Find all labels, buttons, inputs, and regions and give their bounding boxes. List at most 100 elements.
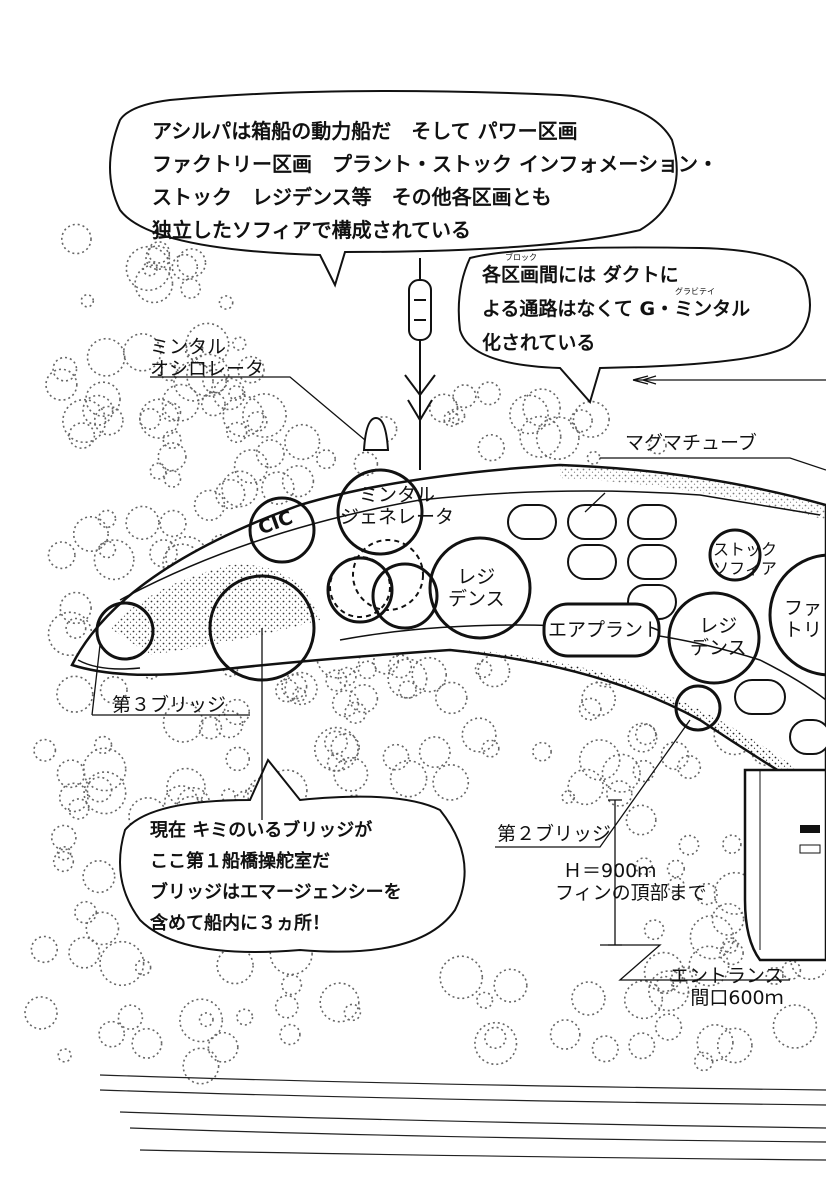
cloud-puff [98, 1020, 126, 1048]
cloud-puff [218, 295, 234, 310]
cloud-puff [202, 368, 228, 394]
cloud-puff [171, 253, 199, 281]
cloud-puff [180, 278, 202, 299]
bubble-line: 含めて船内に３ヵ所！ [150, 913, 330, 934]
cloud-puff [281, 465, 315, 498]
cloud-puff [695, 882, 718, 906]
cloud-puff [343, 1003, 362, 1022]
cloud-puff [549, 1019, 581, 1050]
cloud-puff [185, 322, 230, 367]
cloud-puff [30, 935, 58, 964]
label-line: ミンタル [150, 336, 227, 358]
bubble-top-left [109, 90, 678, 288]
cloud-puff [236, 1008, 254, 1026]
stock-sofia-circle [708, 528, 762, 582]
cloud-puff [666, 859, 686, 878]
cloud-puff [149, 462, 167, 480]
cloud-puff [448, 407, 466, 425]
cloud-puff [82, 394, 114, 426]
cloud-puff [274, 994, 299, 1019]
cloud-puff [432, 764, 470, 801]
oscillator-dome [362, 416, 390, 451]
cloud-puff [387, 654, 413, 679]
cloud-puff [83, 771, 127, 815]
cloud-puff [781, 960, 802, 980]
cloud-puff [443, 410, 460, 427]
cloud-puff [82, 859, 116, 894]
label-stock-sofia: ストック ソフィア [713, 540, 777, 578]
cloud-puff [481, 739, 500, 758]
bubble-bottom-text: 現在 キミのいるブリッジが ここ第１船橋操舵室だ ブリッジはエマージェンシーを … [150, 815, 402, 939]
cloud-puff [216, 946, 254, 985]
cloud-puff [532, 741, 552, 762]
cloud-puff [200, 391, 226, 417]
label-factory: ファ トリ [784, 597, 822, 641]
cloud-puff [125, 245, 171, 292]
cloud-puff [353, 451, 379, 477]
bubble-line: 化されている [482, 332, 596, 354]
cloud-puff [117, 1004, 144, 1031]
label-magma-tube: マグマチューブ [625, 432, 757, 454]
cloud-puff [160, 362, 179, 382]
bubble-line: 現在 キミのいるブリッジが [150, 820, 373, 841]
cloud-puff [284, 423, 321, 461]
cloud-puff [711, 903, 745, 936]
cloud-puff [474, 1021, 518, 1066]
cloud-puff [261, 471, 295, 505]
cloud-puff [643, 919, 665, 941]
cloud-puff [212, 377, 246, 411]
cloud-puff [125, 505, 160, 540]
cloud-puff [59, 591, 92, 625]
cloud-puff [122, 332, 162, 372]
cloud-puff [643, 951, 685, 993]
factory-circle [768, 553, 826, 677]
cloud-puff [198, 716, 223, 740]
cloud-puff [477, 654, 511, 688]
cloud-puff [567, 768, 605, 806]
cloud-puff [246, 411, 268, 433]
bubble-line: よる通路はなくて G・ミンタル [482, 298, 751, 320]
cloud-puff [439, 955, 484, 1000]
cloud-puff [578, 697, 602, 721]
cloud-puff [57, 1048, 72, 1063]
cloud-puff [765, 966, 784, 986]
cloud-puff [634, 857, 653, 876]
cloud-puff [93, 735, 113, 755]
cic-circle [248, 496, 316, 564]
cloud-puff [688, 945, 730, 987]
cloud-puff [221, 470, 259, 508]
cloud-puff [434, 681, 468, 715]
cloud-puff [387, 658, 428, 699]
label-line: デンス [448, 588, 505, 610]
bubble-line: ここ第１船橋操舵室だ [150, 851, 330, 872]
label-line: ジェネレータ [340, 506, 455, 528]
compartments [95, 468, 826, 732]
cloud-puff [628, 1032, 656, 1060]
cloud-puff [198, 1012, 214, 1028]
cloud-puff [228, 385, 244, 401]
cloud-puff [654, 1013, 683, 1041]
label-mintal-generator: ミンタル ジェネレータ [340, 484, 454, 528]
label-mintal-oscillator: ミンタル オシロレータ [150, 336, 264, 380]
bubble-line: ファクトリー区画 プラント・ストック インフォメーション・ [152, 152, 718, 176]
label-line: トリ [784, 619, 823, 641]
cloud-puff [86, 337, 126, 377]
mintal-generator-circle [336, 468, 424, 556]
cloud-puff [349, 683, 379, 714]
label-line: ファ [784, 597, 823, 619]
label-line: オシロレータ [150, 358, 265, 380]
cloud-puff [255, 439, 285, 469]
cloud-puff [68, 936, 101, 969]
cloud-puff [85, 381, 121, 418]
cloud-puff [182, 1047, 220, 1085]
cloud-puff [333, 756, 369, 792]
cloud-puff [221, 788, 236, 803]
leader-lines [91, 375, 826, 981]
cloud-puff [99, 940, 145, 987]
cloud-puff [586, 450, 601, 465]
cloud-puff [625, 804, 657, 836]
speech-bubbles [109, 90, 811, 953]
cloud-puff [461, 717, 497, 753]
cloud-puff [634, 723, 657, 746]
